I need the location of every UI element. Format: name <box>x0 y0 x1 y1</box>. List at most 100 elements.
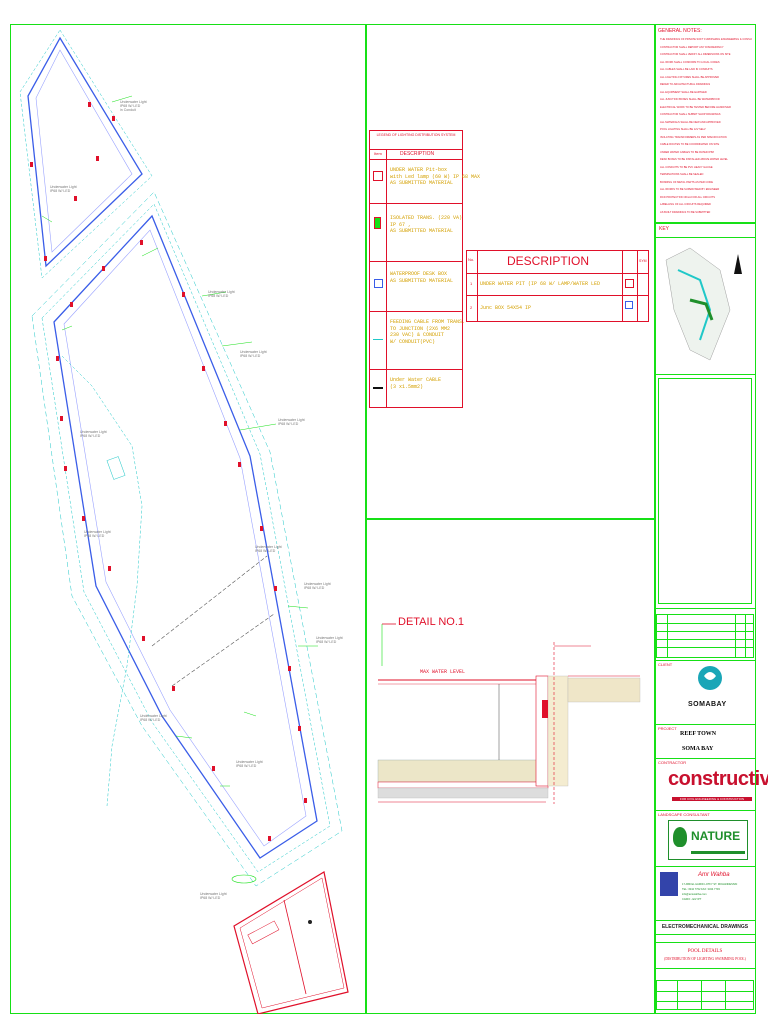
general-note-line: ELECTRICAL WORK TO BE TESTED BEFORE HAND… <box>660 105 731 109</box>
drawing-subtitle: (DISTRIBUTION OF LIGHTING SWIMMING POOL) <box>664 957 746 961</box>
tb-divider <box>654 608 756 609</box>
legend-small-title: LEGEND OF LIGHTING DISTRIBUTION SYSTEM <box>376 133 456 137</box>
general-note-line: ALL EQUIPMENT SHALL BE EARTHED <box>660 90 707 94</box>
legend-large-row-text: Junc BOX 54X54 IP <box>480 305 532 311</box>
general-notes-title: GENERAL NOTES: <box>658 28 702 34</box>
landscape-name: NATURE <box>691 829 741 843</box>
general-note-line: ALL WORKS TO BE SUPERVISED BY ENGINEER <box>660 188 720 191</box>
legend-large-row-no: 2 <box>470 305 473 310</box>
tb-divider <box>654 660 756 661</box>
general-note-line: ALL CABLES SHALL BE LAID IN CONDUITS <box>660 68 713 71</box>
legend-large-row-text: UNDER WATER PIT (IP 68 W/ LAMP/WATER LED <box>480 281 601 287</box>
client-name: SOMABAY <box>688 701 727 708</box>
contractor-label: CONTRACTOR <box>658 760 687 765</box>
general-note-line: ISOLATING TRANSFORMERS AS PER SPECIFICAT… <box>660 135 727 139</box>
drawing-frame <box>10 24 756 1014</box>
junction-box-icon <box>625 301 633 309</box>
feeding-cable-icon <box>373 339 383 340</box>
consultant-address-line: TEL: 3344 7702 FAX: 3344 7703 <box>682 888 720 891</box>
contractor-name: constructive <box>668 768 768 790</box>
contractor-tagline: FOR CIVIL ENGINEERING & CONSTRUCTION <box>672 797 752 801</box>
nature-leaf-icon <box>673 827 687 847</box>
divider-detail <box>365 518 654 520</box>
nature-logo: NATURE <box>668 820 748 860</box>
legend-small-row: WATERPROOF DESK BOX AS SUBMITTED MATERIA… <box>390 271 454 284</box>
legend-large-col-sym: SYM <box>639 259 647 263</box>
discipline: ELECTROMECHANICAL DRAWINGS <box>661 924 749 930</box>
legend-small-col-desc: DESCRIPTION <box>400 151 435 157</box>
general-note-line: ALL MATERIALS SHALL BE NEW AND APPROVED <box>660 120 721 124</box>
tb-divider <box>654 222 756 224</box>
general-note-line: POOL LIGHTING SHALL BE 12V SELV <box>660 128 706 131</box>
legend-small-row: ISOLATED TRANS. (220 VA) IP 67 , AS SUBM… <box>390 215 463 234</box>
tb-divider <box>654 724 756 725</box>
general-note-line: CONTRACTOR SHALL SUBMIT SHOP DRAWINGS <box>660 113 721 116</box>
general-note-line: BONDING OF METAL PARTS AS PER CODE <box>660 180 713 184</box>
underwater-pit-icon <box>625 279 634 288</box>
detail-section <box>377 623 641 804</box>
tb-divider <box>654 920 756 921</box>
general-note-line: ALL WORK SHALL CONFORM TO LOCAL CODES <box>660 60 720 64</box>
transformer-icon <box>374 217 381 229</box>
project-line-1: REEF TOWN <box>680 731 717 737</box>
general-note-line: ALL LIGHTING FIXTURES SHALL BE APPROVED <box>660 75 720 79</box>
light-symbol-icon <box>373 171 383 181</box>
general-note-line: UNDER WATER CABLES TO BE RATED IP68 <box>660 150 714 154</box>
consultant-name: Amr Wahba <box>698 872 730 878</box>
consultant-address-line: info@amrwahba.com <box>682 893 707 896</box>
legend-large-col-no: No. <box>468 257 475 262</box>
tb-divider <box>654 968 756 969</box>
general-note-line: CABLE ROUTES TO BE COORDINATED ON SITE <box>660 143 720 146</box>
drawing-info-table <box>656 980 754 1010</box>
detail-title: DETAIL NO.1 <box>398 616 465 628</box>
legend-large: No. DESCRIPTION SYM 1 UNDER WATER PIT (I… <box>466 250 649 322</box>
tb-divider <box>654 810 756 811</box>
legend-large-col-desc: DESCRIPTION <box>507 254 590 268</box>
project-label: PROJECT <box>658 726 677 731</box>
landscape-label: LANDSCAPE CONSULTANT <box>658 812 710 817</box>
general-notes: THE DRAWINGS OF PRIVATE SOFT FURNISHING … <box>660 36 752 216</box>
legend-large-row-no: 1 <box>470 281 473 286</box>
blank-panel <box>658 378 752 604</box>
legend-small-col-no: Item <box>374 151 382 156</box>
key-plan-map <box>665 247 742 361</box>
tb-divider <box>654 866 756 867</box>
max-water-level-label: MAX WATER LEVEL <box>420 669 466 675</box>
key-label: KEY <box>659 226 670 232</box>
project-line-2: SOMA BAY <box>682 746 714 752</box>
pool-plan <box>19 29 349 1014</box>
somabay-logo <box>698 666 722 690</box>
general-note-line: TERMINATIONS SHALL BE SEALED <box>660 173 704 176</box>
general-note-line: DESK BOXES TO BE INSTALLED ABOVE WATER L… <box>660 158 728 161</box>
tb-divider <box>654 934 756 935</box>
tb-divider <box>654 374 756 375</box>
client-label: CLIENT <box>658 662 673 667</box>
drawing-title: POOL DETAILS <box>687 949 723 954</box>
legend-small-row: FEEDING CABLE FROM TRANS. TO JUNCTION (2… <box>390 319 466 345</box>
general-note-line: ALL JUNCTION BOXES SHALL BE WATERPROOF <box>660 98 721 101</box>
consultant-address-line: 17 ABD EL HAMID LOTFY ST. MOHANDESSIN <box>682 883 738 886</box>
general-note-line: CONTRACTOR SHALL VERIFY ALL DIMENSIONS O… <box>660 53 731 56</box>
underwater-cable-icon <box>373 387 383 389</box>
general-note-line: REFER TO ARCHITECTURAL DRAWINGS <box>660 83 711 86</box>
general-note-line: THE DRAWINGS OF PRIVATE SOFT FURNISHING … <box>660 38 752 41</box>
consultant-logo-icon <box>660 872 678 896</box>
tb-divider <box>654 942 756 943</box>
legend-small-row: Under Water CABLE (3 x1.5mm2) <box>390 377 442 390</box>
general-note-line: LABELLING OF ALL CIRCUITS REQUIRED <box>660 203 711 206</box>
general-note-line: CONTRACTOR SHALL REPORT ANY DISCREPANCY <box>660 45 724 49</box>
general-note-line: RCD PROTECTION 30mA FOR ALL CIRCUITS <box>660 195 715 199</box>
desk-box-icon <box>374 279 383 288</box>
legend-small-row: UNDER WATER Pit-box with Led lamp (60 W)… <box>390 167 481 186</box>
tb-divider <box>654 237 756 238</box>
